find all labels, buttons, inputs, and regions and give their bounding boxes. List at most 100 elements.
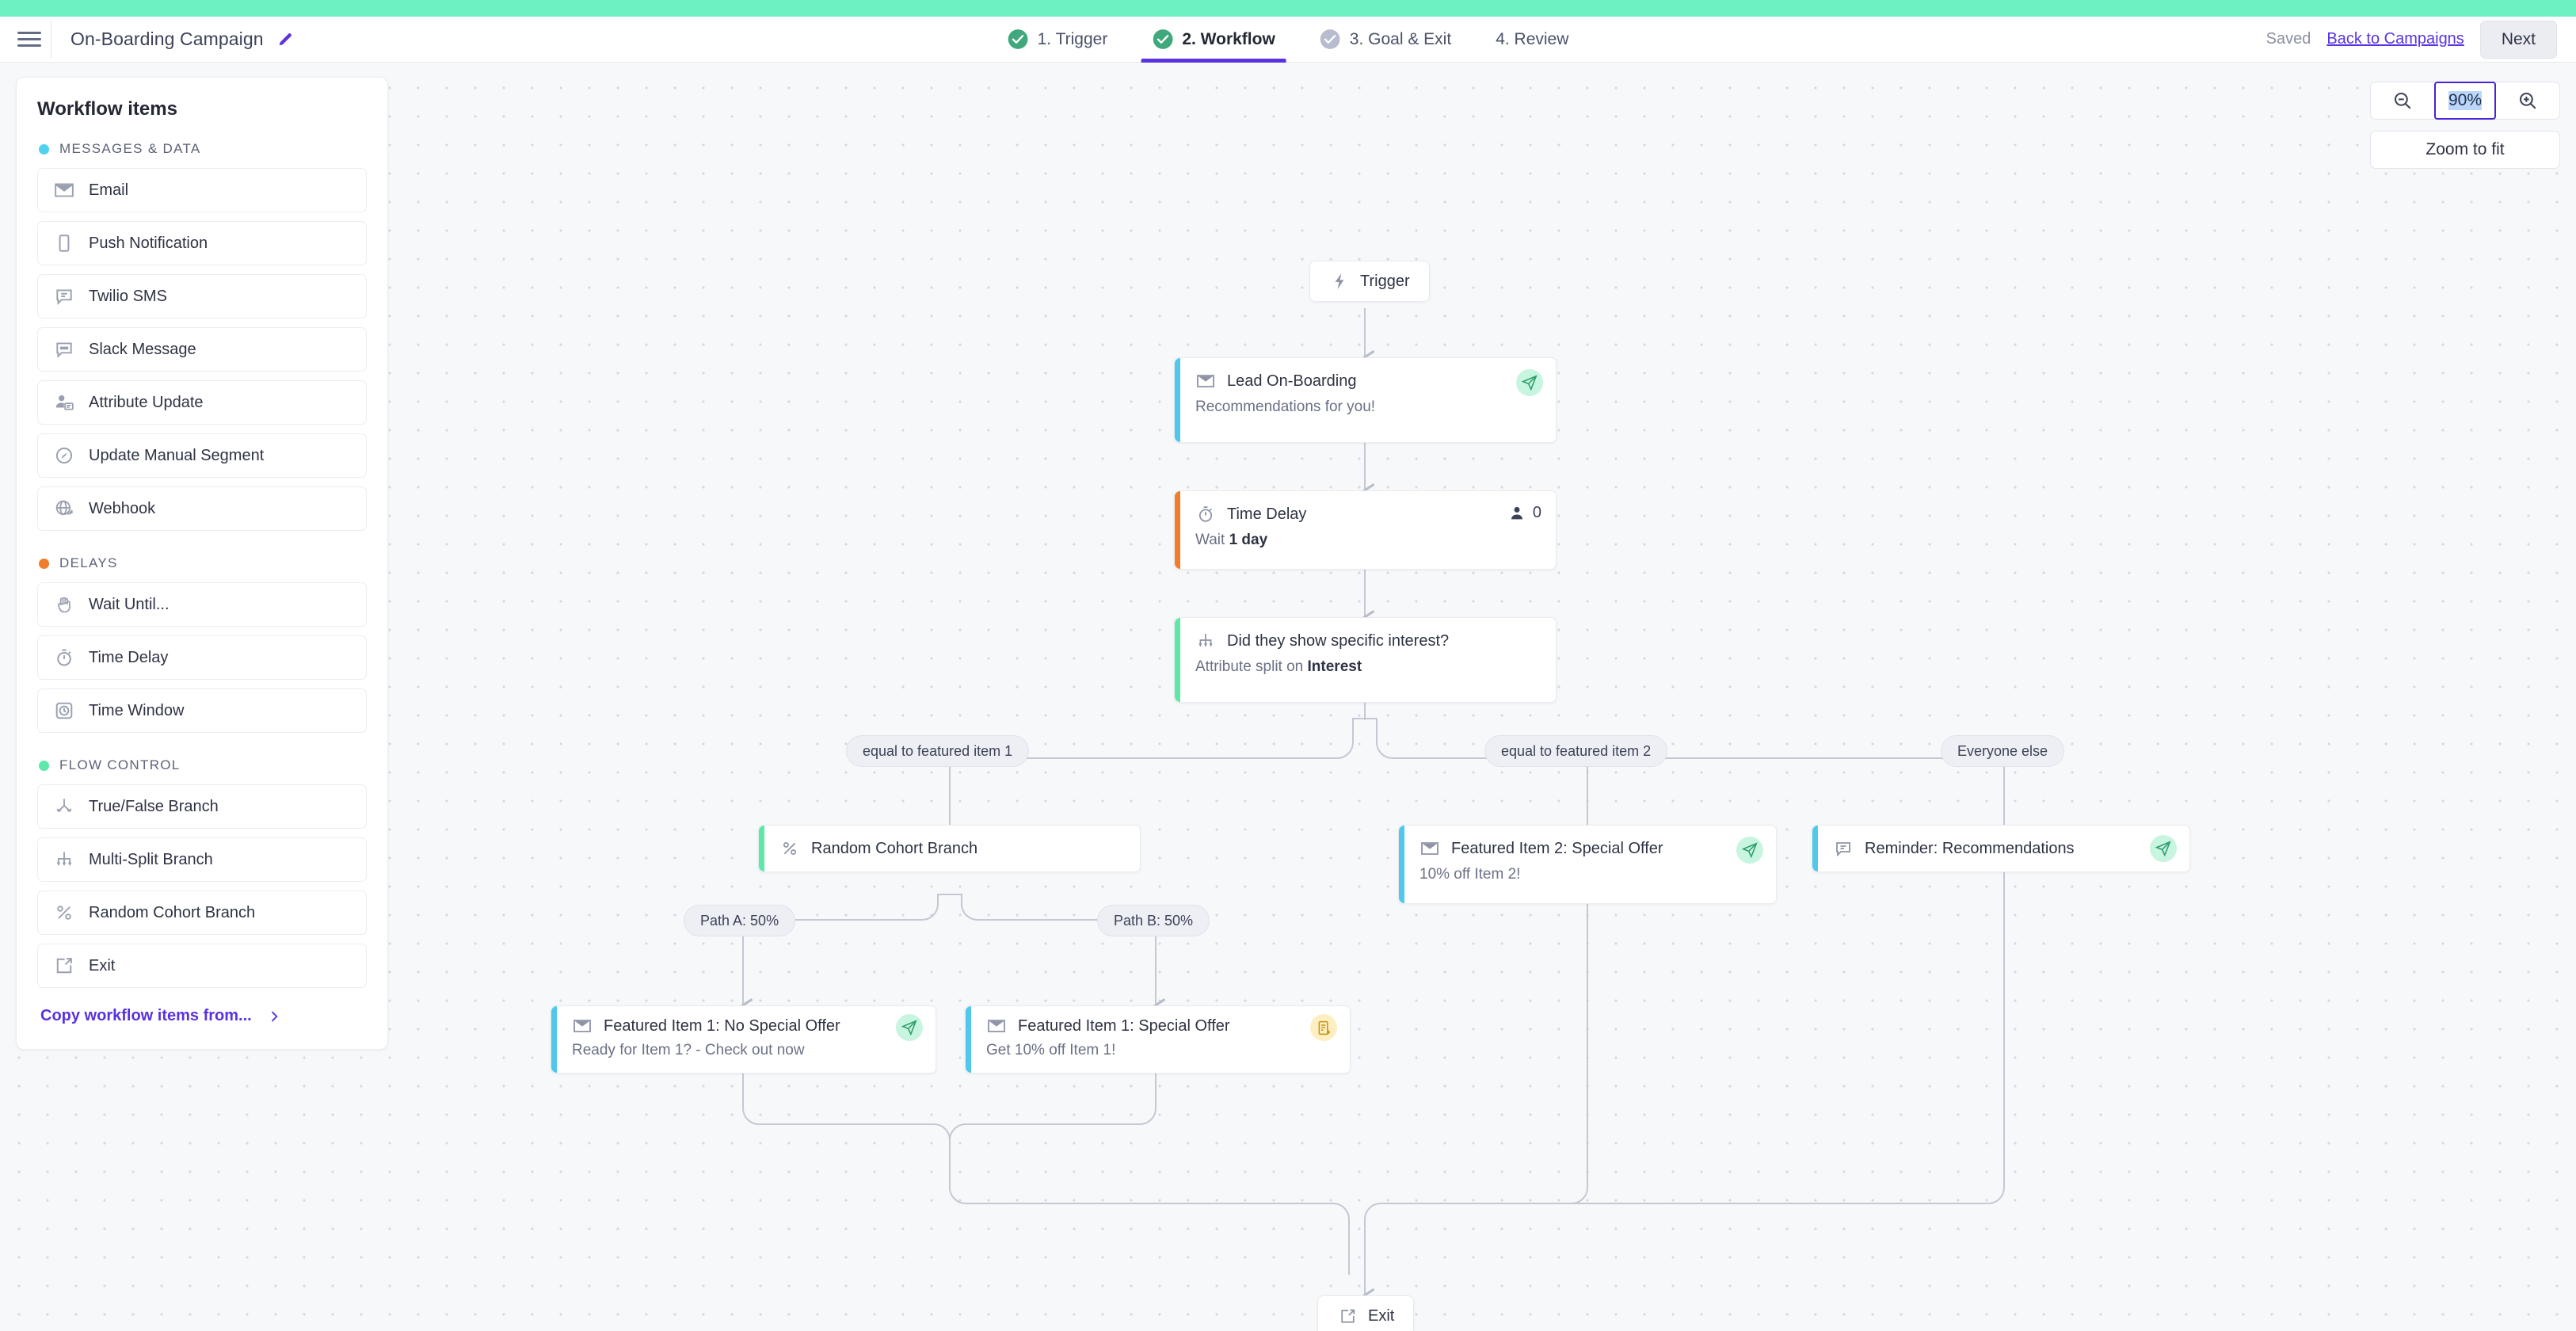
step-nav: 1. Trigger 2. Workflow 3. Goal & Exit 4.… — [985, 17, 1591, 63]
sidebar-item-twilio-sms[interactable]: Twilio SMS — [37, 274, 367, 318]
sidebar-item-label: Attribute Update — [89, 393, 204, 411]
sidebar-item-true-false-branch[interactable]: True/False Branch — [37, 784, 367, 829]
branch-label-featured-item-1: equal to featured item 1 — [846, 735, 1030, 767]
sidebar-item-label: Time Delay — [89, 648, 169, 666]
sidebar-item-label: Wait Until... — [89, 595, 170, 613]
node-title: Time Delay — [1227, 505, 1307, 523]
envelope-icon — [986, 1016, 1007, 1036]
copy-workflow-items-link[interactable]: Copy workflow items from... — [40, 1007, 367, 1025]
node-random-cohort-branch[interactable]: Random Cohort Branch — [758, 825, 1141, 872]
group-label: FLOW CONTROL — [59, 757, 181, 772]
multi-split-icon — [52, 848, 76, 871]
branch-label-text: Path B: 50% — [1114, 912, 1194, 929]
node-attribute-split[interactable]: Did they show specific interest? Attribu… — [1174, 617, 1557, 703]
group-header-flow-control: FLOW CONTROL — [39, 757, 367, 773]
people-count-value: 0 — [1532, 504, 1541, 521]
node-subtitle: Ready for Item 1? - Check out now — [572, 1042, 805, 1058]
sidebar-item-exit[interactable]: Exit — [37, 944, 367, 988]
workflow-canvas-area: Workflow items MESSAGES & DATA Email Pus… — [0, 63, 2576, 1331]
next-button[interactable]: Next — [2479, 20, 2557, 59]
tab-workflow[interactable]: 2. Workflow — [1130, 17, 1297, 63]
sidebar-item-webhook[interactable]: Webhook — [37, 486, 367, 531]
node-subtitle: Attribute split on Interest — [1175, 651, 1556, 689]
node-subtitle-prefix: Attribute split on — [1195, 658, 1308, 675]
node-title: Featured Item 1: No Special Offer — [604, 1016, 840, 1035]
branch-label-text: equal to featured item 2 — [1501, 742, 1652, 759]
node-reminder-recommendations[interactable]: Reminder: Recommendations — [1812, 825, 2190, 872]
page-title: On-Boarding Campaign — [70, 29, 264, 49]
sidebar-item-update-manual-segment[interactable]: Update Manual Segment — [37, 433, 367, 478]
node-accent-bar — [1175, 491, 1180, 569]
node-featured-item-1-special-offer[interactable]: Featured Item 1: Special Offer Get 10% o… — [965, 1005, 1351, 1074]
back-to-campaigns-link[interactable]: Back to Campaigns — [2326, 30, 2464, 48]
pencil-icon[interactable] — [276, 31, 294, 48]
tab-review[interactable]: 4. Review — [1473, 17, 1591, 63]
sidebar-item-label: Multi-Split Branch — [89, 850, 213, 868]
node-trigger-label: Trigger — [1360, 272, 1410, 290]
node-time-delay[interactable]: Time Delay Wait 1 day 0 — [1174, 490, 1557, 570]
node-title: Featured Item 1: Special Offer — [1018, 1016, 1230, 1035]
person-icon — [1511, 506, 1522, 519]
node-exit-label: Exit — [1368, 1306, 1395, 1325]
zoom-to-fit-button[interactable]: Zoom to fit — [2370, 131, 2560, 169]
user-card-icon — [52, 391, 76, 414]
chat-bubble-icon — [52, 338, 76, 361]
flow-canvas[interactable]: Trigger Lead On-Boarding Recommendations… — [0, 63, 2576, 1331]
sidebar-item-time-window[interactable]: Time Window — [37, 688, 367, 733]
tab-trigger[interactable]: 1. Trigger — [985, 17, 1130, 63]
zoom-row — [2370, 82, 2560, 120]
envelope-icon — [52, 178, 76, 202]
sidebar-item-multi-split-branch[interactable]: Multi-Split Branch — [37, 837, 367, 882]
sms-bubble-icon — [52, 284, 76, 308]
sidebar-item-random-cohort-branch[interactable]: Random Cohort Branch — [37, 891, 367, 935]
envelope-icon — [1419, 838, 1440, 859]
node-accent-bar — [1175, 618, 1180, 702]
sidebar-item-attribute-update[interactable]: Attribute Update — [37, 380, 367, 425]
node-featured-item-1-no-offer[interactable]: Featured Item 1: No Special Offer Ready … — [551, 1005, 936, 1074]
sidebar-item-slack-message[interactable]: Slack Message — [37, 327, 367, 372]
sidebar-item-label: Webhook — [89, 499, 156, 517]
zoom-in-icon[interactable] — [2496, 82, 2559, 119]
zoom-level-input[interactable] — [2434, 82, 2496, 120]
sidebar-item-label: Update Manual Segment — [89, 446, 265, 464]
tab-goal-exit[interactable]: 3. Goal & Exit — [1298, 17, 1473, 63]
tab-workflow-label: 2. Workflow — [1182, 29, 1275, 48]
check-circle-icon — [1153, 29, 1173, 49]
stopwatch-icon — [1195, 504, 1216, 524]
copy-workflow-items-label: Copy workflow items from... — [40, 1007, 252, 1024]
group-header-delays: DELAYS — [39, 555, 367, 571]
sidebar-item-label: Time Window — [89, 701, 185, 719]
two-way-split-icon — [52, 795, 76, 818]
sidebar-item-email[interactable]: Email — [37, 168, 367, 212]
hand-icon — [52, 593, 76, 616]
percent-icon — [52, 901, 76, 925]
sidebar-item-time-delay[interactable]: Time Delay — [37, 635, 367, 680]
envelope-icon — [572, 1016, 593, 1036]
node-accent-bar — [1812, 826, 1818, 871]
node-subtitle: 10% off Item 2! — [1419, 866, 1521, 883]
node-trigger[interactable]: Trigger — [1309, 261, 1430, 302]
sent-badge-icon — [2150, 835, 2177, 862]
node-accent-bar — [759, 826, 764, 871]
node-subtitle: Get 10% off Item 1! — [986, 1042, 1116, 1058]
lightning-icon — [1329, 271, 1350, 292]
group-header-messages-data: MESSAGES & DATA — [39, 141, 367, 157]
zoom-out-icon[interactable] — [2371, 82, 2434, 119]
hamburger-icon[interactable] — [17, 30, 41, 49]
percent-icon — [779, 838, 800, 859]
sidebar-item-wait-until[interactable]: Wait Until... — [37, 582, 367, 627]
tab-review-label: 4. Review — [1496, 29, 1569, 48]
branch-label-text: Everyone else — [1957, 742, 2048, 759]
envelope-icon — [1195, 371, 1216, 391]
node-title: Featured Item 2: Special Offer — [1451, 839, 1663, 857]
node-featured-item-2[interactable]: Featured Item 2: Special Offer 10% off I… — [1398, 825, 1777, 904]
node-exit[interactable]: Exit — [1317, 1295, 1415, 1331]
top-accent-bar — [0, 0, 2576, 17]
chevron-right-icon — [271, 1011, 278, 1021]
node-lead-onboarding[interactable]: Lead On-Boarding Recommendations for you… — [1174, 357, 1557, 443]
clock-square-icon — [52, 699, 76, 723]
sent-badge-icon — [1516, 369, 1543, 396]
node-accent-bar — [551, 1006, 557, 1073]
sidebar-item-push-notification[interactable]: Push Notification — [37, 221, 367, 265]
node-title: Did they show specific interest? — [1227, 631, 1450, 650]
